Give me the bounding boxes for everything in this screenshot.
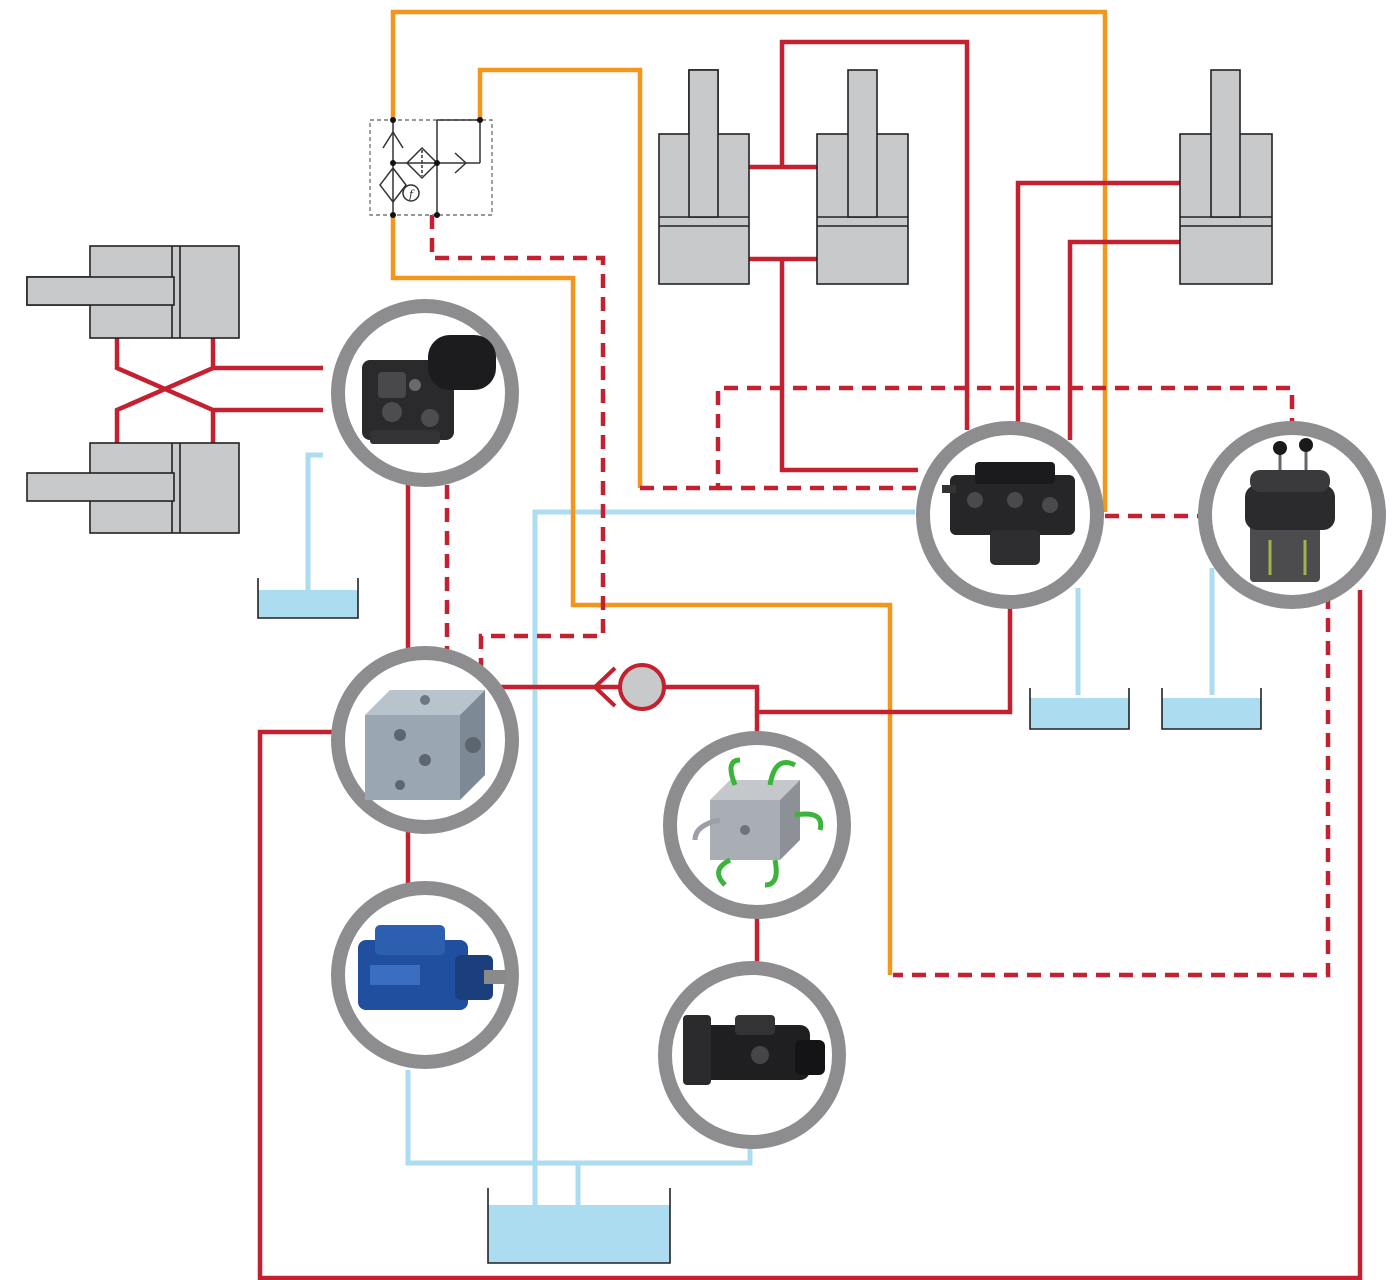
supply-line-loop bbox=[390, 9, 1108, 512]
lift-cylinder-middle bbox=[816, 69, 909, 285]
return-line-main bbox=[532, 509, 915, 1205]
tank-joystick-return bbox=[1161, 688, 1262, 730]
steer-line-a bbox=[114, 338, 323, 413]
right-cyl-line-a bbox=[1015, 180, 1180, 428]
supply-line-filter-out bbox=[477, 67, 643, 488]
pressure-outer-loop bbox=[257, 590, 1363, 1280]
tilt-cylinder-right bbox=[1179, 69, 1273, 285]
joystick-icon bbox=[1198, 421, 1386, 609]
piston-pump-icon bbox=[331, 881, 519, 1069]
sectional-valve-icon bbox=[916, 421, 1104, 609]
supply-lines bbox=[390, 9, 1108, 975]
pilot-line-filter bbox=[429, 215, 606, 668]
return-line-steering bbox=[305, 452, 323, 590]
right-cyl-line-b bbox=[1067, 239, 1180, 440]
return-lines bbox=[305, 452, 1215, 1205]
cyl-bottom-to-valve bbox=[779, 259, 918, 473]
filter-block-symbol: f bbox=[369, 117, 493, 218]
tank-steering-return bbox=[257, 578, 359, 619]
pressure-lines bbox=[114, 39, 1363, 1280]
tank-valve-return bbox=[1029, 688, 1130, 730]
orbitrol-steering-unit-icon bbox=[331, 299, 519, 487]
cyl-top-to-valve bbox=[779, 39, 970, 430]
pilot-line-joystick-down bbox=[893, 595, 1331, 978]
manifold-to-valve bbox=[757, 605, 1013, 715]
manifold-with-hoses-icon bbox=[663, 731, 851, 919]
supply-line-down bbox=[390, 215, 893, 975]
steering-cylinder-bottom bbox=[26, 442, 240, 534]
lift-cylinder-left bbox=[658, 69, 750, 285]
pilot-lines bbox=[429, 215, 1331, 978]
pilot-line-top bbox=[640, 385, 1295, 491]
tank-main bbox=[487, 1188, 671, 1264]
filter-indicator-label: f bbox=[408, 188, 415, 201]
check-valve-icon bbox=[592, 663, 666, 711]
manifold-block-icon bbox=[331, 646, 519, 834]
gear-pump-icon bbox=[658, 961, 846, 1149]
check-to-manifold bbox=[664, 684, 760, 732]
steer-line-b bbox=[114, 338, 216, 443]
steering-cylinder-top bbox=[26, 245, 240, 339]
